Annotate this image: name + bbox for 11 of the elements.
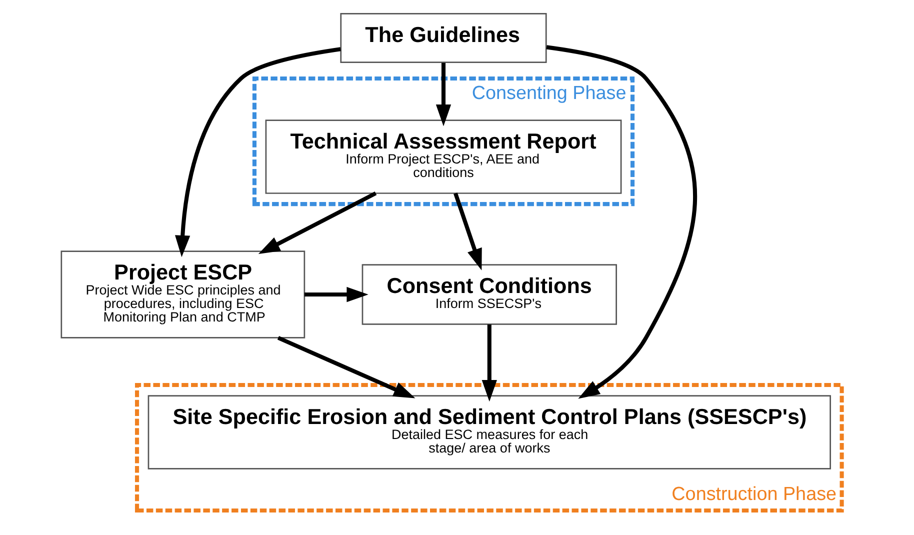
arrow [304,286,368,302]
arrow [277,336,416,398]
node-box: Project ESCP Project Wide ESC principles and procedures, including ESC Monitoring Plan and CTMP [60,250,306,338]
node-box: Consent Conditions Inform SSECSP's [362,264,617,325]
arrow [175,47,341,258]
arrow [546,45,697,399]
node-box: Technical Assessment Report Inform Project ESCP's, AEE and conditions [265,120,622,194]
node-box: Site Specific Erosion and Sediment Control Plans (SSESCP's) Detailed ESC measures for each stage/ area of works [148,395,831,470]
node-box: The Guidelines [340,13,547,63]
arrow [436,62,452,126]
arrow [482,324,497,402]
